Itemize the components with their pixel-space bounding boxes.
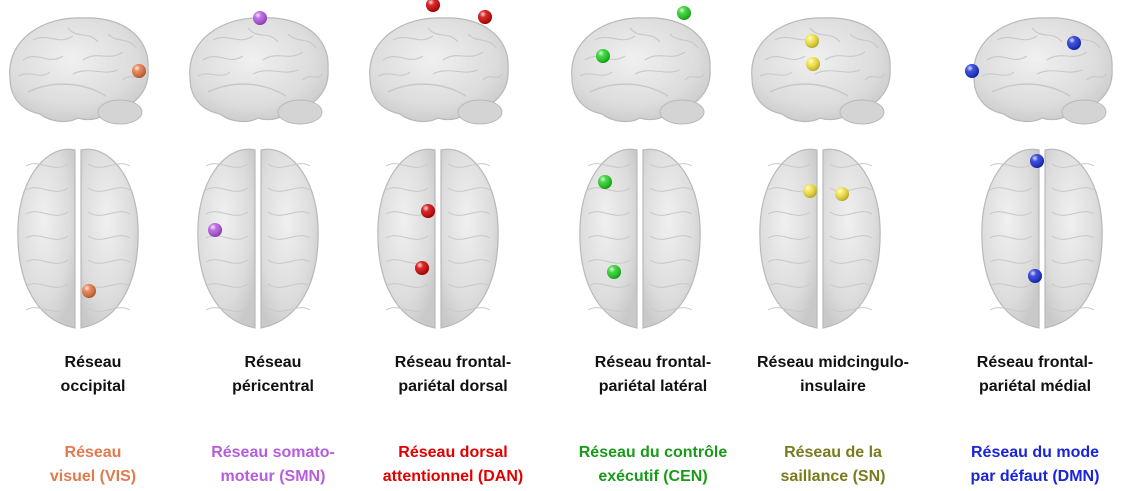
axial-brain-dmn <box>981 148 1103 329</box>
network-name-dmn: Réseau frontal- pariétal médial <box>976 354 1094 395</box>
network-label-smn: Réseau somato- moteur (SMN) <box>211 444 335 485</box>
network-label-dan: Réseau dorsal attentionnel (DAN) <box>382 444 524 485</box>
network-name-sn: Réseau midcingulo- insulaire <box>756 354 910 395</box>
network-label-vis: Réseau visuel (VIS) <box>49 444 137 485</box>
brain-panels <box>9 0 1113 329</box>
network-name-dan: Réseau frontal- pariétal dorsal <box>394 354 512 395</box>
lateral-brain-vis <box>9 17 149 125</box>
network-label-sn: Réseau de la saillance (SN) <box>780 444 886 485</box>
network-name-cen: Réseau frontal- pariétal latéral <box>594 354 712 395</box>
network-name-smn: Réseau péricentral <box>232 354 314 395</box>
lateral-brain-smn <box>189 17 329 125</box>
axial-brain-smn <box>197 148 319 329</box>
network-name-vis: Réseau occipital <box>60 354 126 395</box>
axial-brain-vis <box>17 148 139 329</box>
axial-brain-sn <box>759 148 881 329</box>
network-label-cen: Réseau du contrôle exécutif (CEN) <box>578 444 728 485</box>
lateral-brain-sn <box>751 17 891 125</box>
lateral-brain-cen <box>571 17 711 125</box>
network-label-dmn: Réseau du mode par défaut (DMN) <box>970 444 1100 485</box>
lateral-brain-dan <box>369 17 509 125</box>
axial-brain-cen <box>579 148 701 329</box>
lateral-brain-dmn <box>973 17 1113 125</box>
axial-brain-dan <box>377 148 499 329</box>
